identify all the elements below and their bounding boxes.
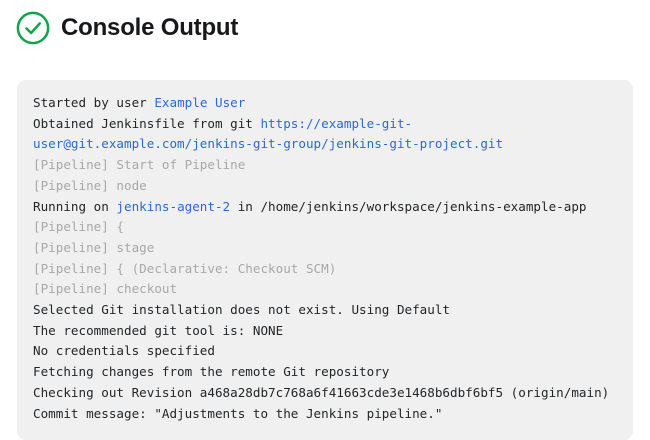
- console-log-text: Obtained Jenkinsfile from git: [33, 115, 261, 131]
- console-log-line: [Pipeline] stage: [33, 238, 617, 259]
- console-log-line: Selected Git installation does not exist…: [33, 300, 617, 321]
- check-circle-icon: [16, 11, 50, 45]
- console-log-text: Commit message: "Adjustments to the Jenk…: [33, 405, 443, 421]
- console-log-text: [Pipeline] node: [33, 177, 147, 193]
- console-log-link[interactable]: Example User: [154, 95, 246, 110]
- console-log-line: Fetching changes from the remote Git rep…: [33, 362, 617, 383]
- console-log-line: Checking out Revision a468a28db7c768a6f4…: [33, 383, 617, 404]
- console-log-text: [Pipeline] checkout: [33, 281, 178, 297]
- console-log-text: Started by user: [33, 95, 155, 110]
- console-log-text: [Pipeline] Start of Pipeline: [33, 157, 246, 173]
- console-log-text: The recommended git tool is: NONE: [33, 322, 284, 338]
- console-log-line: Started by user Example User: [33, 93, 617, 114]
- page-header: Console Output: [16, 11, 238, 45]
- console-log-text: Checking out Revision a468a28db7c768a6f4…: [33, 384, 610, 400]
- console-output-page: Console Output Started by user Example U…: [16, 11, 633, 440]
- console-log-text: in /home/jenkins/workspace/jenkins-examp…: [230, 198, 587, 214]
- console-log-text: [Pipeline] {: [33, 219, 124, 235]
- console-log-line: Commit message: "Adjustments to the Jenk…: [33, 404, 617, 425]
- console-log-text: [Pipeline] { (Declarative: Checkout SCM): [33, 260, 337, 276]
- console-log-text: [Pipeline] stage: [33, 239, 155, 255]
- console-log-text: No credentials specified: [33, 343, 215, 359]
- console-log-line: No credentials specified: [33, 341, 617, 362]
- console-log-line: [Pipeline] {: [33, 217, 617, 238]
- console-log-line: [Pipeline] node: [33, 176, 617, 197]
- console-log-text: Fetching changes from the remote Git rep…: [33, 364, 390, 380]
- console-log-text: Running on: [33, 198, 117, 214]
- console-log-line: [Pipeline] { (Declarative: Checkout SCM): [33, 259, 617, 280]
- console-log-line: Obtained Jenkinsfile from git https://ex…: [33, 114, 617, 155]
- console-log-text: Selected Git installation does not exist…: [33, 302, 451, 318]
- console-log-line: The recommended git tool is: NONE: [33, 321, 617, 342]
- console-log-line: [Pipeline] Start of Pipeline: [33, 155, 617, 176]
- page-title: Console Output: [61, 14, 239, 41]
- console-log-link[interactable]: https://example-git-user@git.example.com…: [33, 115, 504, 152]
- console-log-link[interactable]: jenkins-agent-2: [116, 198, 231, 214]
- console-log-line: [Pipeline] checkout: [33, 279, 617, 300]
- console-log-line: Running on jenkins-agent-2 in /home/jenk…: [33, 197, 617, 218]
